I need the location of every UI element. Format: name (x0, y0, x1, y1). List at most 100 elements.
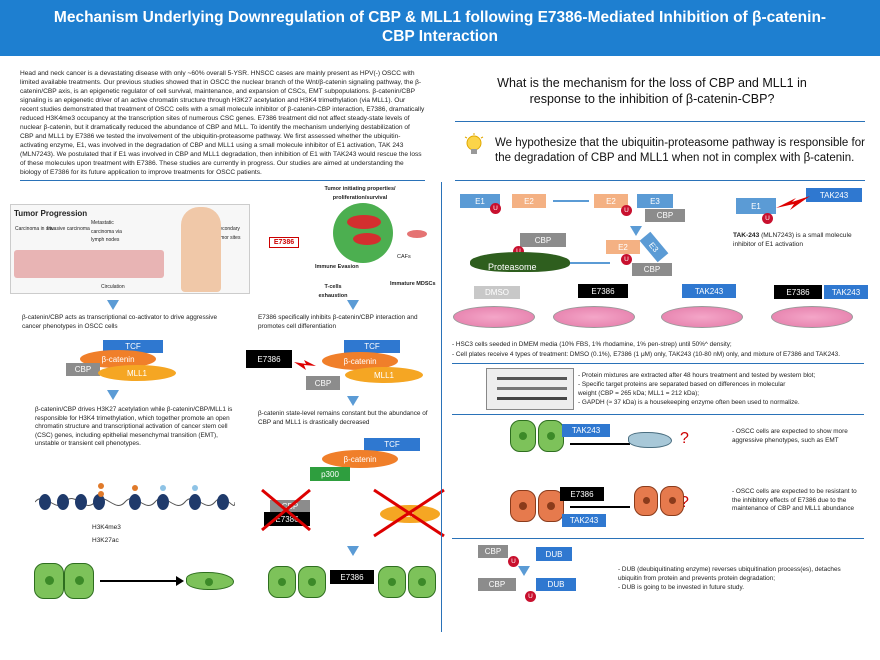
western-bullet-3: - GAPDH (≈ 37 kDa) is a housekeeping enz… (578, 399, 800, 406)
divider (455, 180, 865, 181)
label-circulation: Circulation (101, 284, 125, 290)
e2-box: E2 (606, 240, 640, 254)
epithelial-cell (538, 420, 564, 452)
dish-combo (771, 306, 853, 328)
expectation-text-1: - OSCC cells are expected to show more a… (732, 428, 848, 444)
col2-caption2: β-catenin state-level remains constant b… (258, 410, 428, 426)
e1-box: E1 (736, 198, 776, 214)
mll1-ellipse: MLL1 (98, 365, 176, 381)
question-mark: ? (680, 494, 689, 511)
resistant-cell (660, 486, 684, 516)
down-arrow (347, 300, 359, 310)
tcf-box: TCF (103, 340, 163, 353)
cbp-box: CBP (645, 209, 685, 222)
col1-caption1: β-catenin/CBP acts as transcriptional co… (22, 314, 218, 330)
tumor-progression-figure: Tumor Progression Carcinoma in situ Inva… (10, 204, 250, 294)
cbp-box: CBP (306, 376, 340, 390)
dish-dmso (453, 306, 535, 328)
ubiquitin-icon: U (762, 213, 773, 224)
cross-icon (372, 488, 446, 538)
e7386-box-2: E7386 (330, 570, 374, 584)
combo-e7386-box: E7386 (774, 285, 822, 299)
mesenchymal-cell (186, 572, 234, 590)
h3k4me3-label: H3K4me3 (92, 524, 121, 531)
ubiquitin-icon: U (490, 203, 501, 214)
epithelial-cell (64, 563, 94, 599)
divider (20, 180, 425, 181)
beta-catenin-ellipse: β-catenin (322, 352, 398, 370)
h3k27ac-label: H3K27ac (92, 537, 119, 544)
label-invasive: Invasive carcinoma (47, 226, 90, 232)
epithelial-cell (34, 563, 64, 599)
tcf-box-2: TCF (364, 438, 420, 451)
epithelial-cell (268, 566, 296, 598)
col2-caption1: E7386 specifically inhibits β-catenin/CB… (258, 314, 418, 330)
tumor-props-label: Tumor initiating properties/ proliferati… (324, 186, 396, 201)
ubiquitin-icon: U (508, 556, 519, 567)
resistant-cell (538, 490, 564, 522)
divider (452, 363, 864, 364)
e7386-bound: E7386 (264, 512, 310, 526)
question-mark: ? (680, 430, 689, 447)
down-arrow (107, 300, 119, 310)
ubiquitin-icon: U (525, 591, 536, 602)
caf-cell (407, 230, 427, 238)
label-secondary: Secondary tumor sites (216, 226, 241, 241)
p300-box: p300 (310, 467, 350, 481)
beta-catenin-ellipse-2: β-catenin (322, 450, 398, 468)
cbp-box: CBP (478, 578, 516, 591)
e7386-box: E7386 (246, 350, 292, 368)
mll1-ellipse: MLL1 (345, 367, 423, 383)
dub-box: DUB (536, 547, 572, 561)
tak243-desc-bold: TAK-243 (733, 232, 760, 239)
arrow (570, 443, 630, 445)
tissue-image (14, 250, 164, 278)
poster-header: Mechanism Underlying Downregulation of C… (0, 0, 880, 56)
epithelial-cell (408, 566, 436, 598)
mdsc-label: Immature MDSCs (390, 281, 436, 287)
tcf-box: TCF (344, 340, 400, 353)
e7386-label: E7386 (269, 237, 299, 248)
arrow (553, 200, 589, 202)
e7386-treatment-box: E7386 (578, 284, 628, 298)
immune-evasion-label: Immune Evasion (315, 264, 359, 270)
cbp-box: CBP (632, 263, 672, 276)
divider (455, 121, 865, 122)
resistant-cell (634, 486, 658, 516)
tak243-treatment-box: TAK243 (682, 284, 736, 298)
western-blot-image (486, 368, 574, 410)
down-arrow (107, 390, 119, 400)
tcell-label: T-cells exhaustion (318, 284, 348, 299)
column-divider (441, 182, 442, 632)
chromatin-figure (34, 480, 236, 520)
tak243-box: TAK243 (806, 188, 862, 202)
cross-icon (260, 488, 312, 532)
cbp-box: CBP (520, 233, 566, 247)
treatment-bullet-1: - HSC3 cells seeded in DMEM media (10% F… (452, 341, 732, 348)
divider (452, 414, 864, 415)
hypothesis: We hypothesize that the ubiquitin-protea… (495, 137, 865, 164)
cbp-box: CBP (478, 545, 508, 558)
down-arrow (347, 546, 359, 556)
transition-arrow (100, 580, 178, 582)
arrow (570, 262, 610, 264)
lightbulb-icon (463, 133, 485, 159)
e3-box: E3 (639, 231, 669, 263)
epithelial-cell (378, 566, 406, 598)
cell-blob (353, 233, 381, 245)
title-line-2: CBP Interaction (382, 28, 498, 45)
down-arrow (518, 566, 530, 576)
lightning-icon (294, 357, 316, 370)
resistant-cell (510, 490, 536, 522)
dish-tak243 (661, 306, 743, 328)
down-arrow (630, 226, 642, 236)
title-line-1: Mechanism Underlying Downregulation of C… (53, 9, 827, 26)
proteasome-label: Proteasome (488, 262, 537, 272)
caf-label: CAFs (397, 254, 411, 260)
ubiquitin-icon: U (621, 205, 632, 216)
mesenchymal-cell (628, 432, 672, 448)
dmso-box: DMSO (474, 286, 520, 299)
tumor-progression-title: Tumor Progression (14, 209, 88, 218)
combo-tak243-box: TAK243 (824, 285, 868, 299)
proteasome-shape (470, 252, 570, 272)
